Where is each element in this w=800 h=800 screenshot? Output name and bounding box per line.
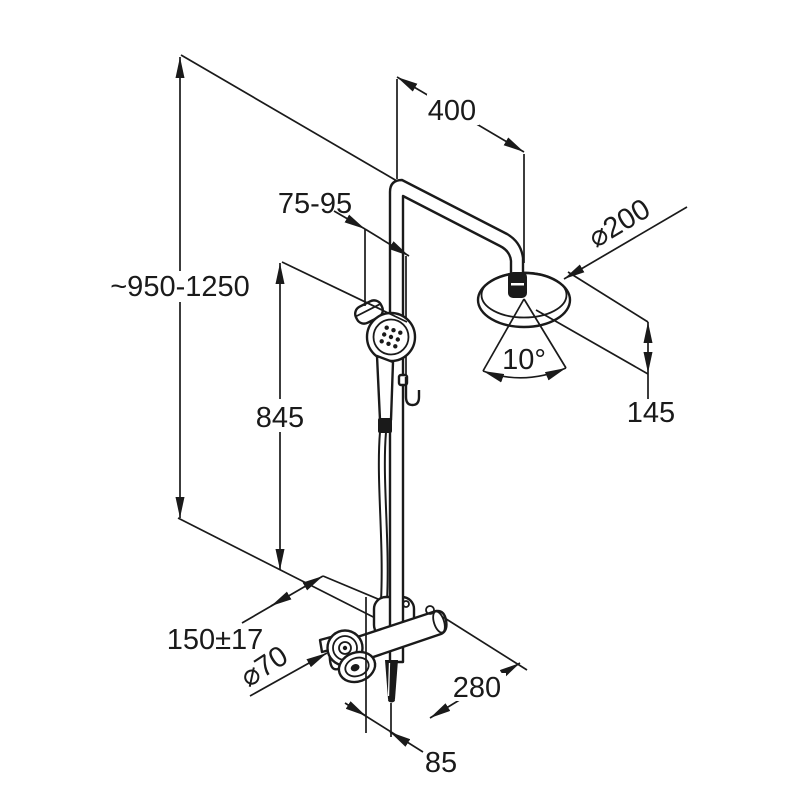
dim-head-offset-label: 145 [627, 397, 675, 429]
dim-holder-range-label: 75-95 [278, 188, 352, 220]
extension-lines-under [177, 54, 525, 626]
spray-angle-arc [482, 367, 567, 383]
spray-cone-right [523, 298, 567, 369]
mixer-plug [425, 605, 435, 615]
dim-arrow-hose-right [389, 731, 411, 747]
shower-parts [318, 178, 572, 703]
ext-outlet-right [442, 616, 528, 671]
dim-arrow-connection-left [270, 591, 292, 607]
dim-spray-angle-label: 10° [502, 344, 546, 376]
dim-connection-spacing-label: 150±17 [167, 624, 264, 656]
mixer-end-cap [432, 610, 446, 634]
label-bg [109, 271, 251, 302]
label-bg [448, 673, 506, 701]
mixer-hose-outlet-tip [388, 697, 395, 703]
dim-height-range-label: ~950-1250 [110, 271, 250, 303]
hand-shower-nozzles [379, 325, 403, 349]
ext-offset-bottom [535, 309, 649, 375]
dim-head-diameter-group: ⌀200 [583, 193, 656, 254]
ext-offset-top [567, 271, 649, 323]
dim-line-holder-a [333, 210, 366, 230]
dim-arm-length-label: 400 [428, 95, 476, 127]
ext-height-top [180, 54, 398, 182]
ext-rail-top [281, 261, 408, 323]
hose-hook [404, 377, 421, 407]
mixer-end-cap-ellipse [432, 610, 446, 634]
spray-cone-left [482, 298, 525, 372]
dim-line-holder-b [364, 228, 410, 257]
dim-arrow-hose-left [345, 701, 367, 717]
mixer-hose-outlet-highlight [387, 662, 391, 697]
hand-shower-hose-highlight [379, 431, 387, 602]
leader-rosette-diameter [249, 652, 328, 697]
mixer-hose-outlet [385, 660, 398, 699]
hand-shower-face [372, 318, 410, 356]
hand-shower-handle [375, 354, 395, 422]
head-ball-joint-highlight [511, 283, 524, 286]
diverter-ring [344, 656, 370, 678]
diverter-center [350, 664, 360, 672]
label-bg [254, 399, 306, 432]
hose-nut [378, 418, 392, 433]
thermostat-knob-center [342, 645, 348, 651]
dim-rail-length-label: 845 [256, 402, 304, 434]
dim-outlet-distance-label: 280 [453, 672, 501, 704]
riser-pipe-and-arm [388, 178, 525, 664]
thermostat-knob-hub [338, 641, 352, 655]
label-bg [427, 94, 479, 125]
dim-head-diameter-label: ⌀200 [583, 193, 656, 254]
ext-height-bottom [177, 517, 390, 626]
leader-head-diameter [563, 206, 688, 280]
dim-hose-offset-label: 85 [425, 747, 457, 779]
